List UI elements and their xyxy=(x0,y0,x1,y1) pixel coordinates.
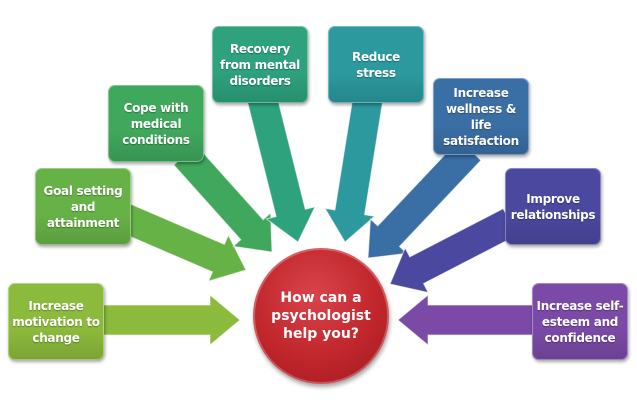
item-box-medical: Cope with medical conditions xyxy=(108,85,204,162)
center-circle: How can a psychologist help you? xyxy=(253,248,389,384)
arrow-3 xyxy=(246,93,316,243)
item-label: Goal setting and attainment xyxy=(43,183,123,230)
arrow-6 xyxy=(389,207,518,294)
arrow-0 xyxy=(99,293,241,347)
item-label: Recovery from mental disorders xyxy=(220,41,300,88)
item-box-goal-setting: Goal setting and attainment xyxy=(35,168,131,245)
item-box-wellness: Increase wellness & life satisfaction xyxy=(433,78,529,155)
item-label: Increase motivation to change xyxy=(12,298,100,345)
arrow-7 xyxy=(397,293,537,347)
item-box-motivation: Increase motivation to change xyxy=(8,283,104,360)
item-box-recovery: Recovery from mental disorders xyxy=(212,26,308,103)
item-label: Increase wellness & life satisfaction xyxy=(443,85,519,148)
item-box-self-esteem: Increase self-esteem and confidence xyxy=(532,283,628,360)
item-label: Reduce stress xyxy=(352,49,400,80)
item-label: Cope with medical conditions xyxy=(122,100,190,147)
item-box-relationships: Improve relationships xyxy=(505,168,601,245)
center-label: How can a psychologist help you? xyxy=(271,290,371,342)
arrow-4 xyxy=(324,95,384,243)
item-label: Improve relationships xyxy=(510,191,596,222)
arrow-1 xyxy=(118,203,247,282)
arrow-5 xyxy=(367,138,482,259)
arrow-2 xyxy=(173,144,273,253)
item-label: Increase self-esteem and confidence xyxy=(536,298,624,345)
item-box-stress: Reduce stress xyxy=(328,26,424,103)
